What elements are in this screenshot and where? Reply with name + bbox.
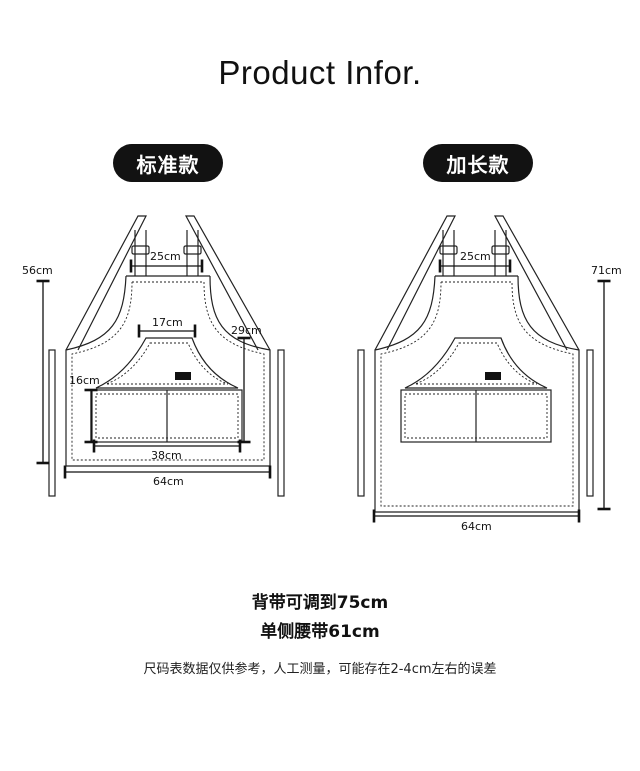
waist-tie-note: 单侧腰带61cm bbox=[260, 622, 380, 642]
standard-bib-side-label: 29cm bbox=[231, 324, 262, 337]
standard-pocket-top-label: 17cm bbox=[152, 316, 183, 329]
standard-strap-gap-label: 25cm bbox=[150, 250, 181, 263]
long-total-height-label: 71cm bbox=[591, 264, 622, 277]
standard-total-height-label: 56cm bbox=[22, 264, 53, 277]
standard-logo-tag bbox=[175, 372, 191, 380]
page-title: Product Infor. bbox=[218, 54, 422, 91]
standard-pocket-height-label: 16cm bbox=[69, 374, 100, 387]
standard-pocket-width-label: 38cm bbox=[151, 449, 182, 462]
strap-length-note: 背带可调到75cm bbox=[251, 593, 389, 613]
standard-total-width-label: 64cm bbox=[153, 475, 184, 488]
long-total-width-label: 64cm bbox=[461, 520, 492, 533]
long-apron-outline bbox=[357, 215, 594, 513]
long-version-badge: 加长款 bbox=[423, 144, 533, 182]
standard-version-badge: 标准款 bbox=[113, 144, 223, 182]
long-logo-tag bbox=[485, 372, 501, 380]
measurement-disclaimer: 尺码表数据仅供参考，人工测量，可能存在2-4cm左右的误差 bbox=[143, 662, 497, 677]
long-strap-gap-label: 25cm bbox=[460, 250, 491, 263]
